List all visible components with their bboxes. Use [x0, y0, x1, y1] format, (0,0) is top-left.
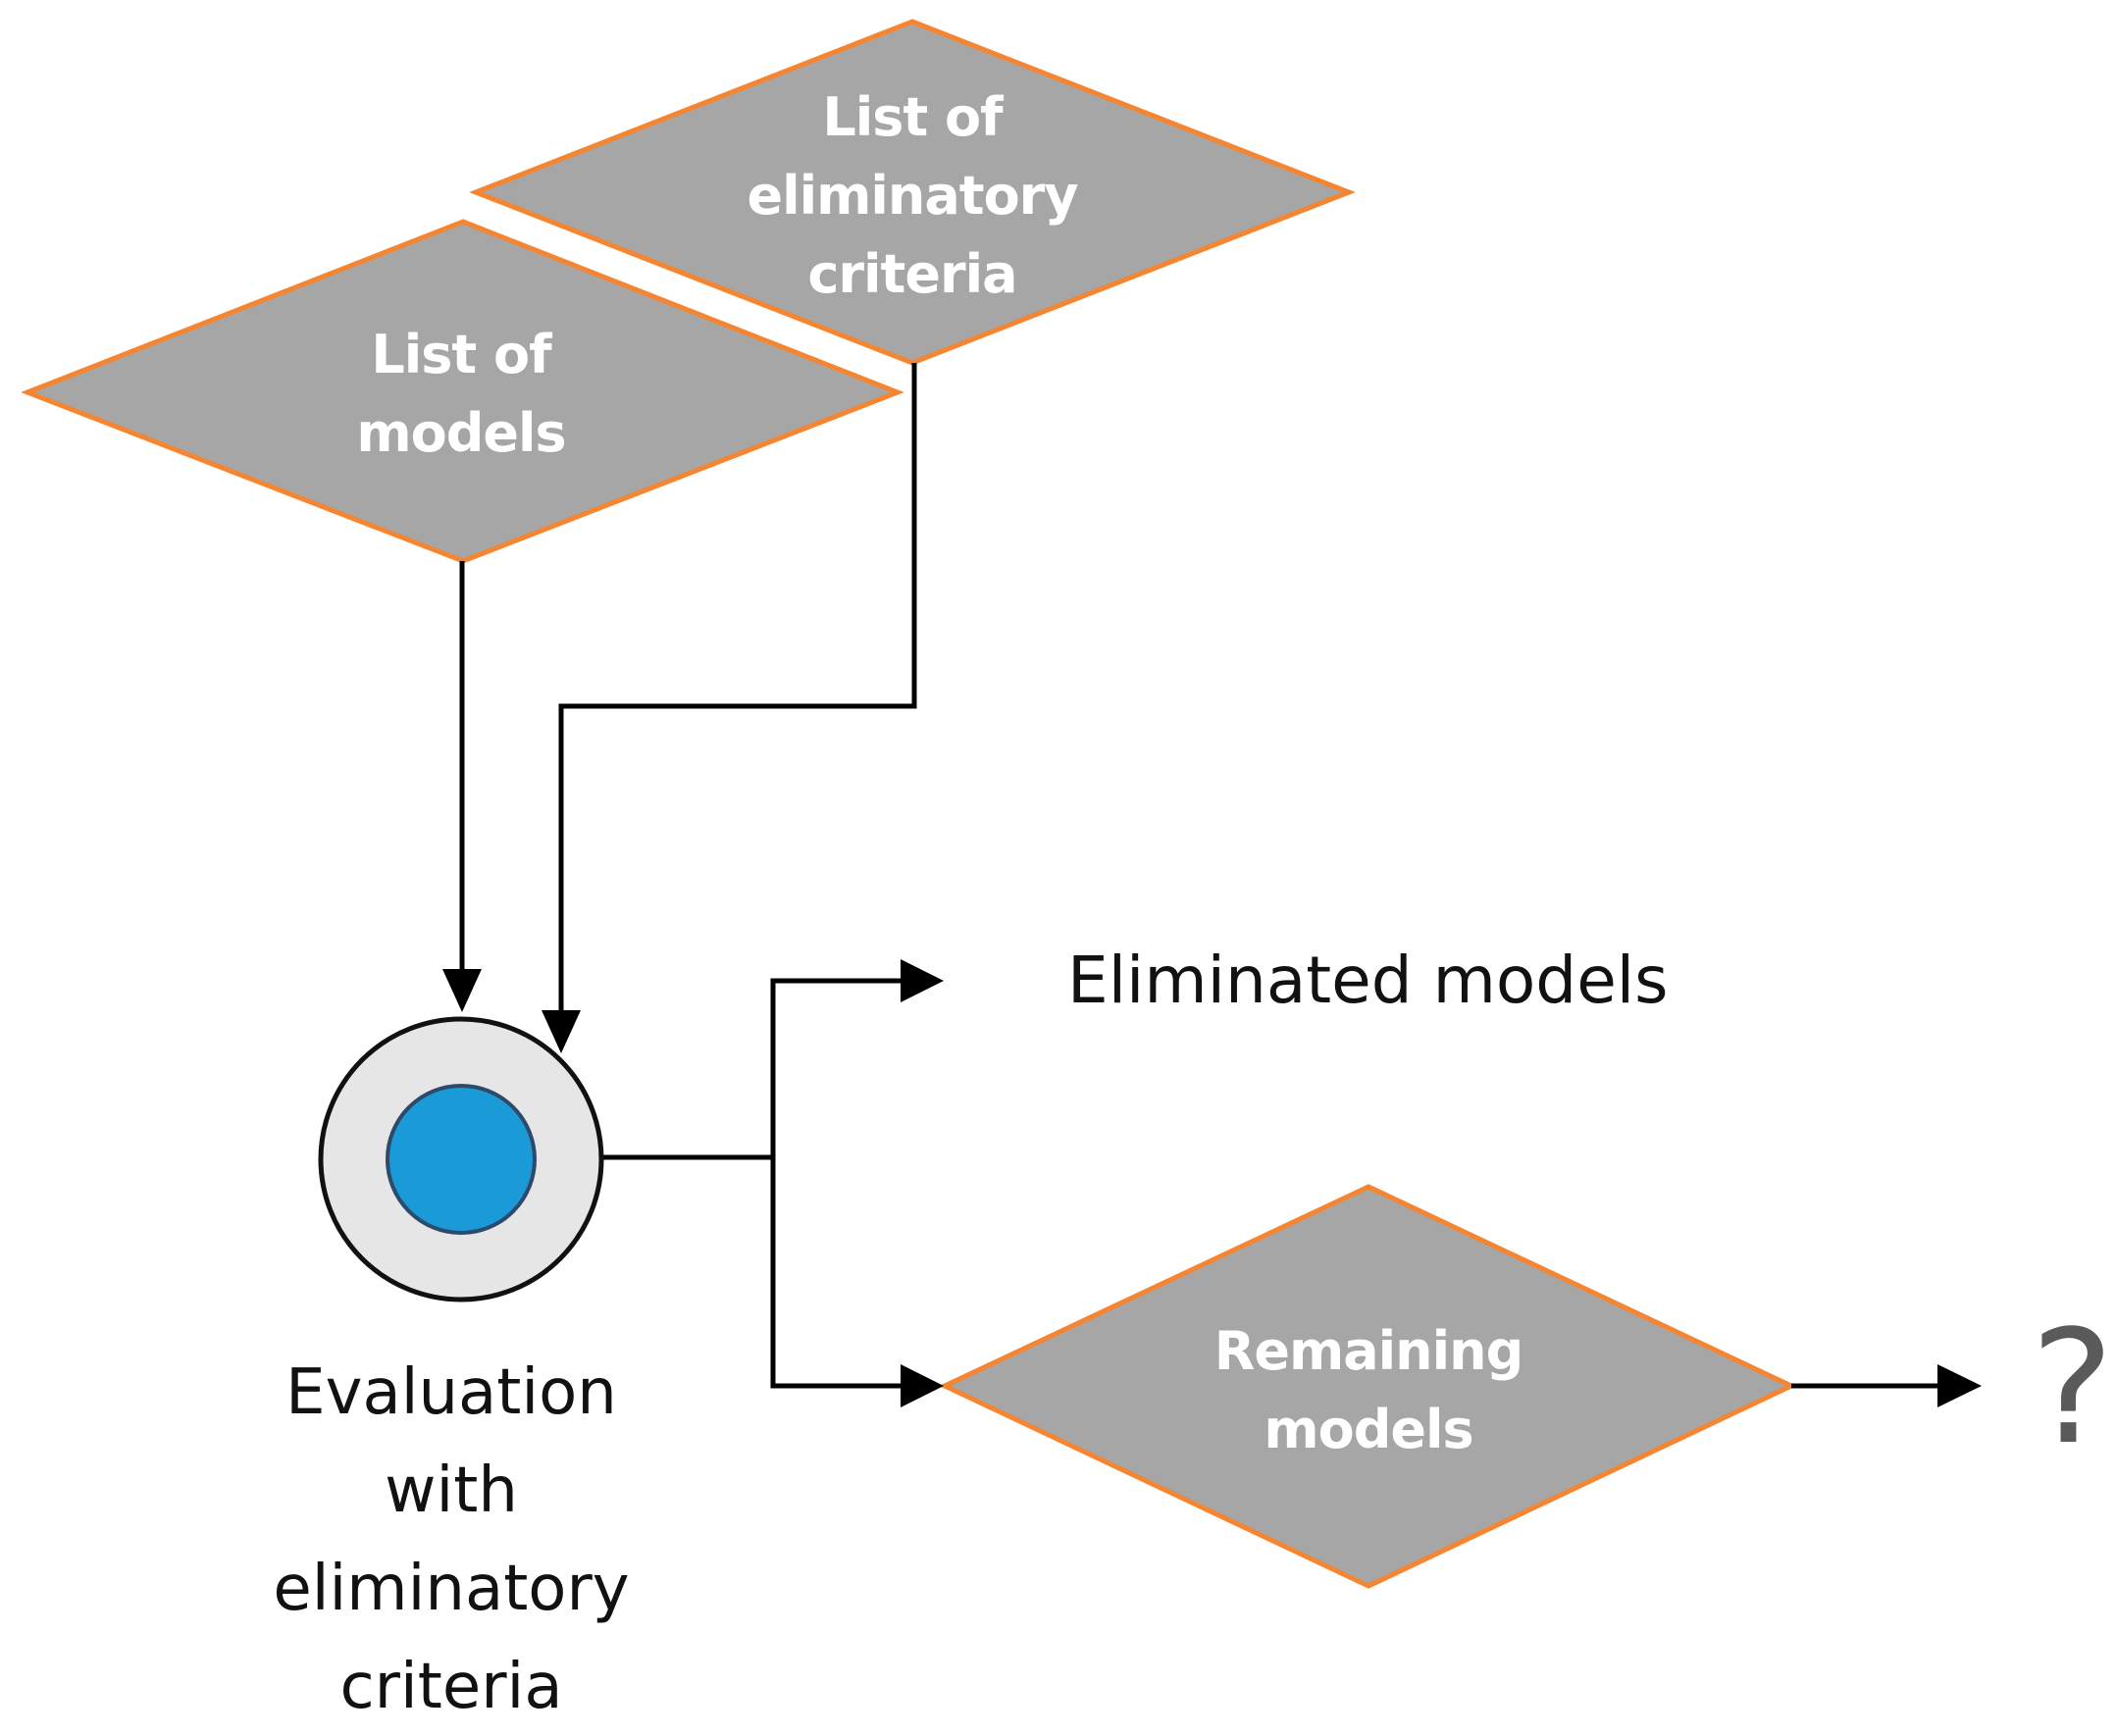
models-label-line2: models: [356, 402, 566, 464]
evaluation-label-line2: with: [385, 1455, 518, 1527]
connector-to-eliminated: [770, 978, 907, 1157]
criteria-label-line3: criteria: [807, 243, 1017, 305]
arrowhead-remaining: [901, 1364, 944, 1407]
eliminated-models-label: Eliminated models: [1067, 943, 1669, 1018]
arrowhead-criteria: [542, 1010, 581, 1053]
evaluation-label-line4: criteria: [339, 1651, 563, 1723]
models-label-line1: List of: [371, 324, 551, 385]
connector-to-remaining: [770, 1157, 907, 1389]
arrowhead-next: [1937, 1364, 1982, 1407]
question-mark: ?: [2031, 1296, 2114, 1479]
remaining-models-label: Remaining models: [1172, 1312, 1565, 1469]
arrowhead-models: [442, 969, 482, 1012]
criteria-label: List of eliminatory criteria: [716, 78, 1109, 314]
evaluation-label-line3: eliminatory: [273, 1553, 630, 1625]
remaining-models-diamond: [939, 1184, 1797, 1589]
evaluation-label: Evaluation with eliminatory criteria: [226, 1344, 677, 1736]
criteria-label-line1: List of: [822, 86, 1003, 148]
remaining-label-line2: models: [1264, 1399, 1473, 1460]
connector-criteria-to-evaluation: [558, 363, 917, 1020]
evaluation-circle-inner: [386, 1084, 537, 1235]
evaluation-label-line1: Evaluation: [285, 1356, 617, 1429]
remaining-label-line1: Remaining: [1213, 1320, 1523, 1382]
criteria-label-line2: eliminatory: [747, 165, 1078, 227]
models-label: List of models: [284, 316, 638, 473]
arrowhead-eliminated: [901, 959, 944, 1002]
